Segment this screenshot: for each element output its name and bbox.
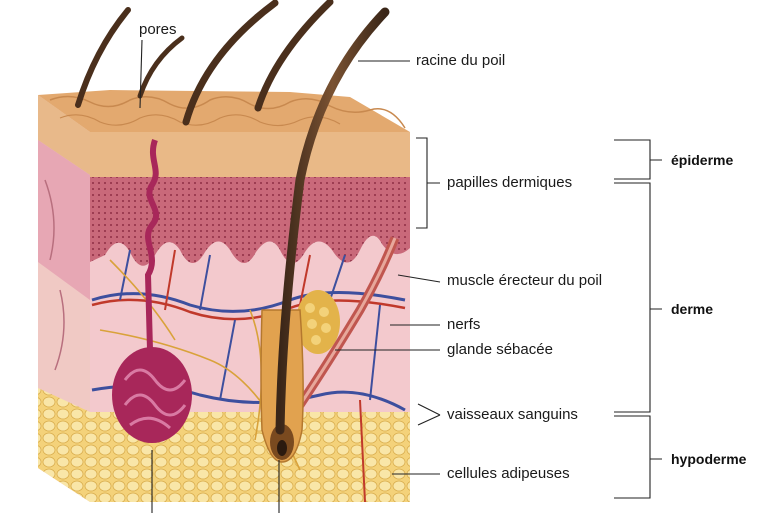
zone-epiderme: épiderme bbox=[671, 152, 734, 168]
hair-shafts bbox=[75, 0, 390, 435]
bracket-papilles bbox=[416, 137, 440, 229]
bracket-hypoderme bbox=[614, 415, 662, 499]
label-cellules-adipeuses: cellules adipeuses bbox=[447, 465, 570, 482]
label-pores: pores bbox=[139, 21, 177, 38]
label-racine-du-poil: racine du poil bbox=[416, 52, 506, 69]
epidermis-layer bbox=[90, 132, 410, 177]
sebaceous-gland bbox=[296, 290, 340, 354]
leader-lines bbox=[139, 39, 441, 513]
bracket-epiderme bbox=[614, 139, 662, 180]
skin-surface bbox=[38, 90, 410, 132]
zone-brackets bbox=[614, 139, 662, 499]
arrector-muscle bbox=[296, 236, 400, 408]
zone-derme: derme bbox=[671, 301, 714, 317]
label-vaisseaux-sanguins: vaisseaux sanguins bbox=[447, 406, 578, 423]
label-muscle-erecteur: muscle érecteur du poil bbox=[447, 272, 603, 289]
leader-vaisseaux bbox=[417, 403, 441, 426]
leader-muscle bbox=[397, 274, 441, 283]
sweat-gland bbox=[112, 139, 192, 443]
label-nerfs: nerfs bbox=[447, 316, 481, 333]
bracket-derme bbox=[614, 182, 662, 413]
leader-pores bbox=[139, 39, 143, 109]
zone-hypoderme: hypoderme bbox=[671, 451, 747, 467]
label-glande-sebacee: glande sébacée bbox=[447, 341, 553, 358]
block-side-face bbox=[38, 95, 90, 502]
label-papilles-dermiques: papilles dermiques bbox=[447, 174, 573, 191]
